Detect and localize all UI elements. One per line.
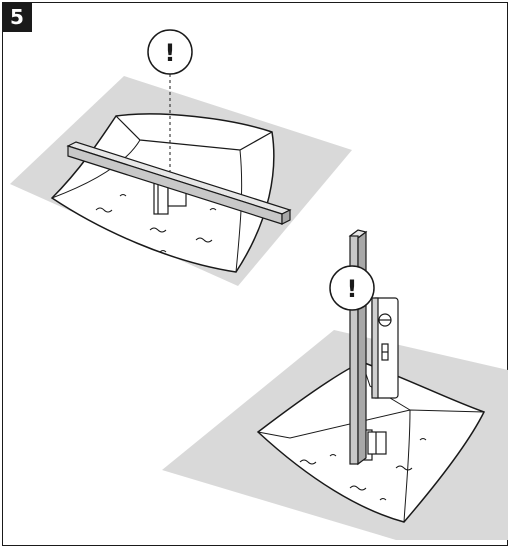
callout-top-text: !: [165, 39, 176, 67]
callout-bottom: !: [329, 265, 375, 311]
callout-top: !: [147, 29, 193, 75]
bottom-scene: !: [162, 229, 508, 540]
horizontal-beam: [66, 141, 292, 225]
vertical-post: [348, 229, 368, 466]
step-number-badge: 5: [2, 2, 32, 32]
top-scene: !: [10, 29, 352, 286]
spirit-level: [371, 297, 399, 399]
figure-frame: [2, 2, 508, 546]
callout-bottom-text: !: [347, 275, 358, 303]
